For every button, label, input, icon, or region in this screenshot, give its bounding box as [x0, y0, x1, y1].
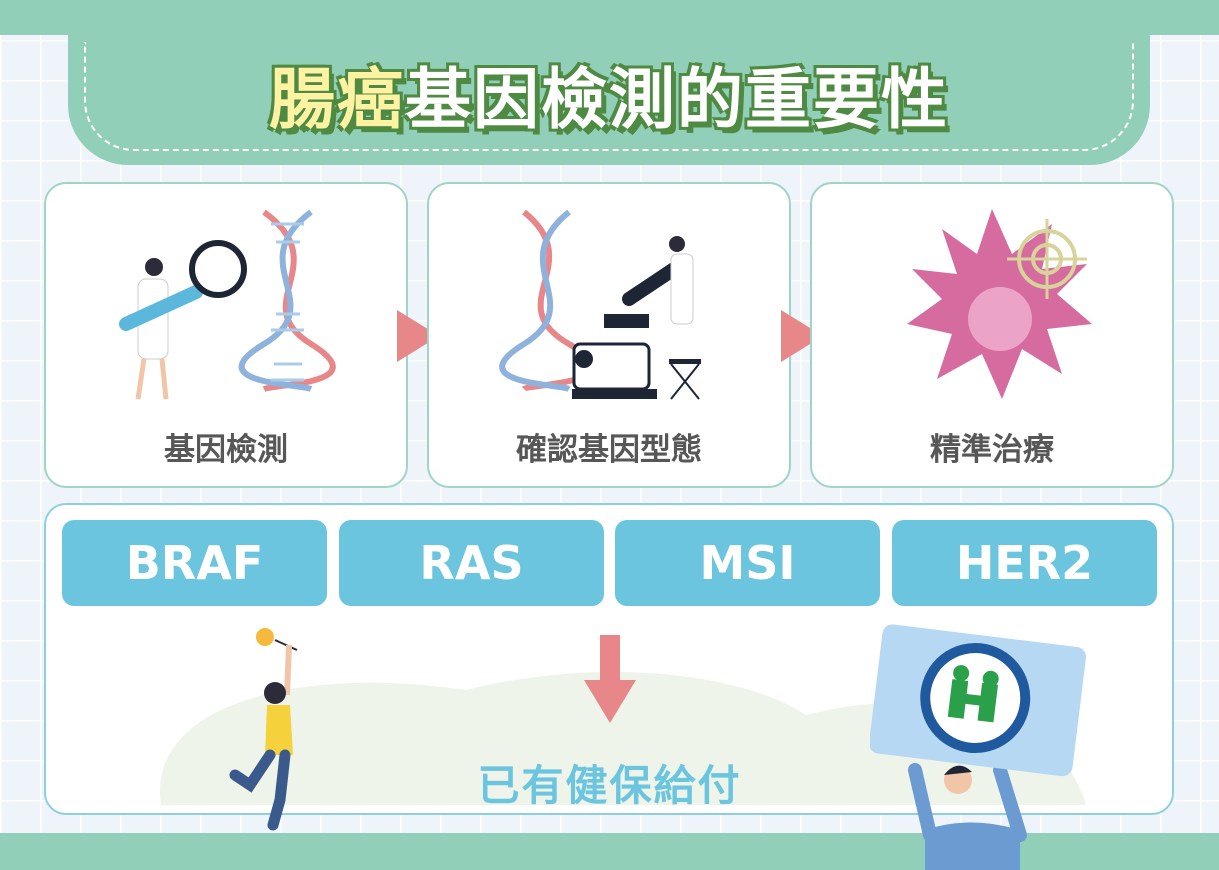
- gene-badge-ras: RAS: [339, 520, 604, 606]
- gene-badge-her2: HER2: [892, 520, 1157, 606]
- step-card-gene-test: 基因檢測: [44, 182, 408, 488]
- microscope-scientist-icon: [499, 209, 701, 400]
- step-label: 精準治療: [930, 432, 1054, 468]
- step-label: 基因檢測: [164, 432, 288, 468]
- coverage-text: 已有健保給付: [477, 761, 742, 810]
- cancer-cell-target-icon: [907, 209, 1092, 399]
- step-card-confirm-genotype: 確認基因型態: [427, 182, 791, 488]
- jumping-woman-icon: [229, 628, 298, 831]
- gene-badge-msi: MSI: [615, 520, 880, 606]
- step-card-precision-treatment: 精準治療: [810, 182, 1174, 488]
- down-arrow-icon: [584, 635, 636, 723]
- page-title: 腸癌基因檢測的重要性: [269, 61, 949, 138]
- dna-icon: [238, 209, 336, 392]
- gene-badge-braf: BRAF: [62, 520, 327, 606]
- man-holding-card-icon: [870, 624, 1086, 870]
- magnifier-scientist-icon: [119, 209, 336, 400]
- step-label: 確認基因型態: [516, 432, 702, 468]
- title-banner: 腸癌基因檢測的重要性: [68, 0, 1150, 165]
